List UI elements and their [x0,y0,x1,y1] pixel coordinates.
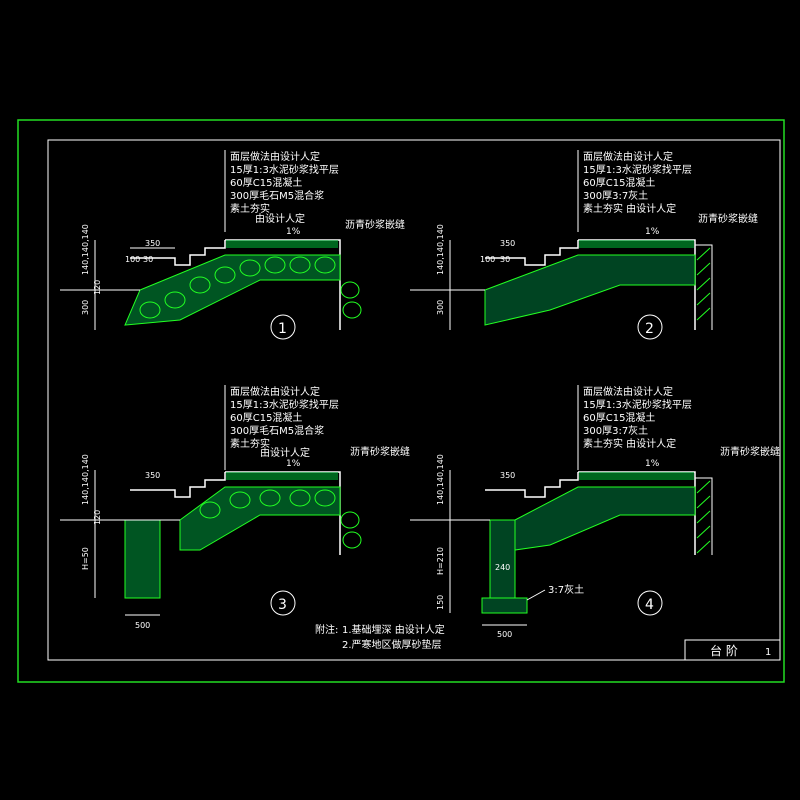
layer-label-4: 300厚毛石M5混合浆 [230,424,324,437]
notes-line-2: 2.严寒地区做厚砂垫层 [342,638,442,651]
slope-label: 1% [286,227,301,237]
detail-4: 面层做法由设计人定 15厚1:3水泥砂浆找平层 60厚C15混凝土 300厚3:… [410,385,780,639]
rubble-stones [139,256,362,319]
step-profile [130,240,226,266]
layer-label-4: 300厚3:7灰土 [583,189,648,202]
dim-rise: 140,140,140 [81,454,90,505]
dim-120: 120 [93,280,102,295]
foundation-wall [489,519,516,599]
dim-150: 150 [436,595,445,610]
layer-label-3: 60厚C15混凝土 [583,176,655,189]
detail-number-circle [637,314,663,340]
slope-label: 1% [645,459,660,469]
edge-label: 沥青砂浆嵌缝 [698,212,758,225]
layer-label-5: 素土夯实 由设计人定 [583,202,676,215]
step-profile [130,472,226,498]
layer-label-1: 面层做法由设计人定 [230,150,320,163]
slope-label: 1% [286,459,301,469]
dim-h: H=210 [436,547,445,575]
step-profile [485,240,579,266]
dim-rise: 140,140,140 [81,224,90,275]
detail-number-circle [270,314,296,340]
fill-label: 3:7灰土 [548,583,584,596]
foundation-rubble [124,519,161,599]
layer-label-1: 面层做法由设计人定 [230,385,320,398]
dim-300: 300 [436,300,445,315]
dim-step-h: 100 [480,255,495,264]
edge-label: 沥青砂浆嵌缝 [720,445,780,458]
dim-step-w: 30 [143,255,153,264]
wall-hatch [696,247,711,321]
inner-frame [47,139,781,661]
layer-label-3: 60厚C15混凝土 [583,411,655,424]
notes-line-1: 1.基础埋深 由设计人定 [342,623,445,636]
detail-number: 3 [278,597,287,613]
slope-label: 1% [645,227,660,237]
layer-label-2: 15厚1:3水泥砂浆找平层 [230,163,339,176]
dim-top: 350 [145,471,160,480]
dim-base: 500 [497,630,512,639]
dim-step-w: 30 [500,255,510,264]
layer-label-3: 60厚C15混凝土 [230,176,302,189]
gravel-fill [484,254,696,326]
dim-step-h: 100 [125,255,140,264]
fill-leader [526,589,546,601]
layer-label-5: 素土夯实 由设计人定 [583,437,676,450]
dim-120: 120 [93,510,102,525]
platform-slab [226,240,338,248]
outer-frame [17,119,785,683]
gravel-fill [514,486,696,551]
dim-top: 350 [145,239,160,248]
notes-title: 附注: [315,623,338,636]
foundation-footing [481,597,528,614]
platform-slab [579,240,694,248]
layer-label-2: 15厚1:3水泥砂浆找平层 [583,163,692,176]
edge-label: 沥青砂浆嵌缝 [350,445,410,458]
detail-1: 面层做法由设计人定 15厚1:3水泥砂浆找平层 60厚C15混凝土 300厚毛石… [60,150,405,340]
detail-number: 1 [278,321,287,337]
dim-h: H=50 [81,547,90,570]
dim-rise: 140,140,140 [436,454,445,505]
layer-label-5: 素土夯实 [230,437,270,450]
layer-label-1: 面层做法由设计人定 [583,385,673,398]
detail-2: 面层做法由设计人定 15厚1:3水泥砂浆找平层 60厚C15混凝土 300厚3:… [410,150,758,340]
title-block [684,639,781,661]
step-profile [485,472,579,498]
dim-top: 350 [500,239,515,248]
wall-outline [695,477,713,555]
rubble-fill [124,254,341,326]
rubble-fill [179,486,341,551]
detail-number-circle [637,590,663,616]
layer-label-2: 15厚1:3水泥砂浆找平层 [230,398,339,411]
layer-label-5: 素土夯实 [230,202,270,215]
platform-slab [579,472,694,480]
title-name: 台 阶 [710,643,738,658]
layer-label-4: 300厚3:7灰土 [583,424,648,437]
platform-slab [226,472,338,480]
wall-outline [695,244,713,330]
layer-label-3: 60厚C15混凝土 [230,411,302,424]
rubble-stones [199,489,362,549]
detail-3: 面层做法由设计人定 15厚1:3水泥砂浆找平层 60厚C15混凝土 300厚毛石… [60,385,410,630]
by-designer-label: 由设计人定 [255,212,305,225]
dim-240: 240 [495,563,510,572]
wall-hatch [696,480,711,554]
dim-top: 350 [500,471,515,480]
dim-300: 300 [81,300,90,315]
layer-label-1: 面层做法由设计人定 [583,150,673,163]
edge-label: 沥青砂浆嵌缝 [345,218,405,231]
layer-label-4: 300厚毛石M5混合浆 [230,189,324,202]
dim-base: 500 [135,621,150,630]
sheet-number: 1 [765,647,771,658]
by-designer-label: 由设计人定 [260,446,310,459]
detail-number-circle [270,590,296,616]
detail-number: 4 [645,597,654,613]
layer-label-2: 15厚1:3水泥砂浆找平层 [583,398,692,411]
detail-number: 2 [645,321,654,337]
dim-rise: 140,140,140 [436,224,445,275]
